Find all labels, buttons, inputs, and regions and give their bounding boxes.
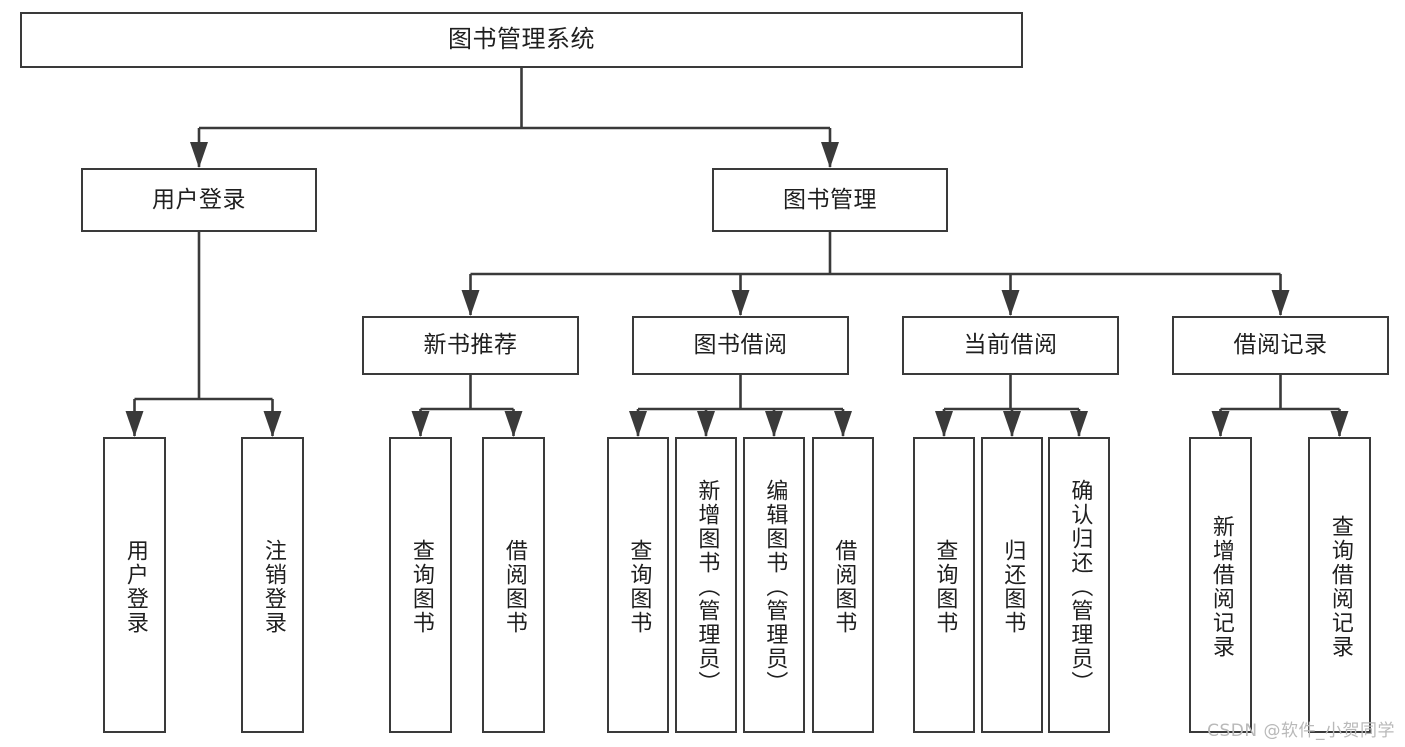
- connector-arrowhead: [1271, 290, 1290, 316]
- connector-arrowhead: [411, 411, 430, 437]
- connector-arrowhead: [834, 411, 852, 437]
- connector-arrowhead: [935, 411, 953, 437]
- node-label: 编辑图书（管理员）: [762, 479, 788, 695]
- connector-arrowhead: [190, 142, 208, 168]
- node-label: 图书管理: [783, 186, 877, 213]
- connector-arrowhead: [765, 411, 783, 437]
- node-rec-borrow[interactable]: 借阅图书: [482, 437, 545, 733]
- connector-arrowhead: [697, 411, 715, 437]
- connector-arrowhead: [731, 290, 750, 316]
- node-label: 注销登录: [260, 539, 286, 635]
- node-label: 归还图书: [1000, 539, 1026, 635]
- node-rec-add[interactable]: 新增借阅记录: [1189, 437, 1252, 733]
- node-label: 用户登录: [122, 539, 148, 635]
- node-bor-borrow[interactable]: 借阅图书: [812, 437, 874, 733]
- connector-arrowhead: [629, 411, 647, 437]
- connector-arrowhead: [1001, 290, 1020, 316]
- connector-arrowhead: [504, 411, 523, 437]
- node-label: 查询借阅记录: [1327, 515, 1353, 659]
- node-label: 新书推荐: [423, 332, 518, 359]
- node-recommend[interactable]: 新书推荐: [362, 316, 579, 375]
- node-borrow[interactable]: 图书借阅: [632, 316, 849, 375]
- node-label: 借阅记录: [1233, 332, 1328, 359]
- node-root[interactable]: 图书管理系统: [20, 12, 1023, 68]
- node-label: 查询图书: [408, 539, 434, 635]
- connector-arrowhead: [1211, 411, 1230, 437]
- node-label: 查询图书: [932, 539, 958, 635]
- connector-arrowhead: [461, 290, 480, 316]
- node-bor-edit[interactable]: 编辑图书（管理员）: [743, 437, 805, 733]
- watermark-label: CSDN @软件_小贺同学: [1207, 721, 1395, 741]
- connector-arrowhead: [1070, 411, 1088, 437]
- node-cur-return[interactable]: 归还图书: [981, 437, 1043, 733]
- node-label: 借阅图书: [501, 539, 527, 635]
- node-label: 用户登录: [152, 186, 246, 213]
- node-bor-add[interactable]: 新增图书（管理员）: [675, 437, 737, 733]
- connector-arrowhead: [1003, 411, 1021, 437]
- node-cur-query[interactable]: 查询图书: [913, 437, 975, 733]
- node-bor-query[interactable]: 查询图书: [607, 437, 669, 733]
- node-label: 查询图书: [626, 539, 652, 635]
- node-label: 新增图书（管理员）: [694, 479, 720, 695]
- node-label: 当前借阅: [963, 332, 1058, 359]
- node-cur-confirm[interactable]: 确认归还（管理员）: [1048, 437, 1110, 733]
- node-label: 借阅图书: [831, 539, 857, 635]
- node-login-in[interactable]: 用户登录: [103, 437, 166, 733]
- node-label: 确认归还（管理员）: [1067, 479, 1093, 695]
- node-label: 新增借阅记录: [1208, 515, 1234, 659]
- connector-arrowhead: [821, 142, 839, 168]
- connector-arrowhead: [1330, 411, 1349, 437]
- connector-arrowhead: [263, 411, 282, 437]
- node-records[interactable]: 借阅记录: [1172, 316, 1389, 375]
- node-rec-query[interactable]: 查询图书: [389, 437, 452, 733]
- node-bookmgmt[interactable]: 图书管理: [712, 168, 948, 232]
- node-current[interactable]: 当前借阅: [902, 316, 1119, 375]
- node-rec-search[interactable]: 查询借阅记录: [1308, 437, 1371, 733]
- node-login[interactable]: 用户登录: [81, 168, 317, 232]
- connector-arrowhead: [125, 411, 144, 437]
- node-label: 图书管理系统: [448, 25, 595, 54]
- node-label: 图书借阅: [693, 332, 788, 359]
- node-login-out[interactable]: 注销登录: [241, 437, 304, 733]
